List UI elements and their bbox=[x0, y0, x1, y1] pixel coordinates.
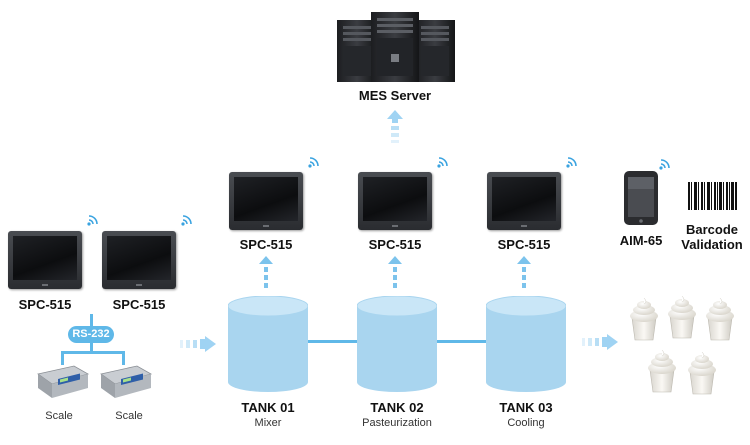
up-arrow-icon bbox=[259, 256, 273, 288]
wifi-icon bbox=[181, 215, 192, 226]
tank-role: Cooling bbox=[507, 417, 545, 429]
handheld-label: AIM-65 bbox=[619, 233, 663, 248]
panel-pc-label: SPC-515 bbox=[497, 237, 551, 252]
panel-pc-label: SPC-515 bbox=[112, 297, 166, 312]
server-rack-icon bbox=[337, 12, 455, 82]
scale-label: Scale bbox=[115, 410, 143, 422]
panel-pc-indicator bbox=[521, 225, 527, 227]
panel-pc-screen bbox=[492, 177, 556, 221]
panel-pc-tank-1 bbox=[229, 172, 303, 230]
tank-name: TANK 01 bbox=[241, 400, 295, 415]
tank-01-cylinder bbox=[228, 296, 308, 392]
panel-pc-indicator bbox=[392, 225, 398, 227]
panel-pc-indicator bbox=[136, 284, 142, 286]
tank-role: Pasteurization bbox=[362, 417, 432, 429]
barcode-icon bbox=[688, 182, 737, 210]
panel-pc-screen bbox=[363, 177, 427, 221]
panel-pc-scale-1 bbox=[8, 231, 82, 289]
tank-name: TANK 02 bbox=[370, 400, 424, 415]
tank-03-cylinder bbox=[486, 296, 566, 392]
wifi-icon bbox=[308, 157, 319, 168]
up-arrow-icon bbox=[388, 256, 402, 288]
panel-pc-tank-2 bbox=[358, 172, 432, 230]
connector-line bbox=[61, 351, 64, 365]
tank-pipe bbox=[437, 340, 491, 343]
up-arrow-icon bbox=[517, 256, 531, 288]
panel-pc-scale-2 bbox=[102, 231, 176, 289]
tank-role: Mixer bbox=[254, 417, 282, 429]
connector-line bbox=[61, 351, 125, 354]
tank-02-cylinder bbox=[357, 296, 437, 392]
panel-pc-indicator bbox=[263, 225, 269, 227]
rs232-badge: RS-232 bbox=[68, 326, 114, 343]
weighing-scale-icon bbox=[100, 365, 153, 398]
scale-label: Scale bbox=[45, 410, 73, 422]
panel-pc-label: SPC-515 bbox=[368, 237, 422, 252]
panel-pc-tank-3 bbox=[487, 172, 561, 230]
tank-name: TANK 03 bbox=[499, 400, 553, 415]
panel-pc-indicator bbox=[42, 284, 48, 286]
up-arrow-icon bbox=[387, 110, 403, 143]
panel-pc-label: SPC-515 bbox=[239, 237, 293, 252]
connector-line bbox=[90, 314, 93, 330]
wifi-icon bbox=[659, 159, 670, 170]
soft-serve-ice-cream-icon bbox=[629, 296, 735, 395]
mes-server-label: MES Server bbox=[358, 88, 432, 103]
wifi-icon bbox=[437, 157, 448, 168]
right-arrow-icon bbox=[180, 336, 216, 352]
connector-line bbox=[122, 351, 125, 365]
panel-pc-screen bbox=[13, 236, 77, 280]
wifi-icon bbox=[566, 157, 577, 168]
mes-server-group: MES Server bbox=[325, 8, 465, 108]
right-arrow-icon bbox=[582, 334, 618, 350]
handheld-terminal-icon bbox=[624, 171, 658, 225]
wifi-icon bbox=[87, 215, 98, 226]
connector-line bbox=[90, 343, 93, 353]
panel-pc-screen bbox=[107, 236, 171, 280]
panel-pc-screen bbox=[234, 177, 298, 221]
panel-pc-label: SPC-515 bbox=[18, 297, 72, 312]
barcode-label: Barcode Validation bbox=[681, 222, 743, 252]
tank-pipe bbox=[308, 340, 362, 343]
weighing-scale-icon bbox=[37, 365, 90, 398]
